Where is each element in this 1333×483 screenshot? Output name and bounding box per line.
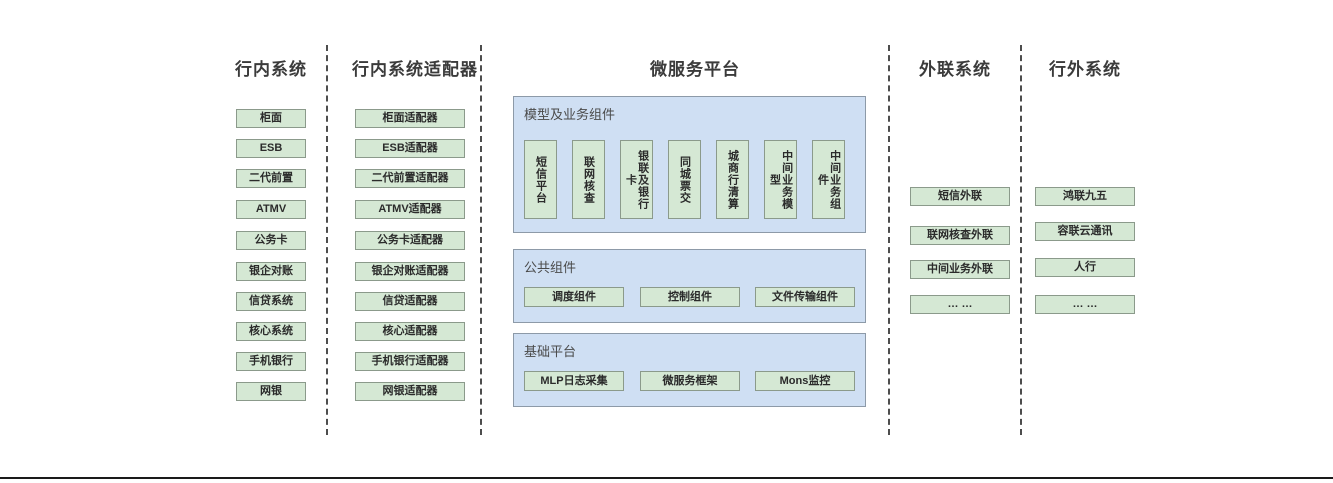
node-public-component-3[interactable]: 文件传输组件	[755, 287, 855, 307]
node-in-bank-system-5[interactable]: 公务卡	[236, 231, 306, 250]
node-model-component-2[interactable]: 联网核查	[572, 140, 605, 219]
node-in-bank-system-7[interactable]: 信贷系统	[236, 292, 306, 311]
node-public-component-1[interactable]: 调度组件	[524, 287, 624, 307]
node-model-component-5[interactable]: 城商行清算	[716, 140, 749, 219]
column-title-out-of-bank-systems: 行外系统	[1049, 60, 1121, 79]
node-in-bank-adapter-8[interactable]: 核心适配器	[355, 322, 465, 341]
column-title-in-bank-systems: 行内系统	[235, 60, 307, 79]
column-divider-1	[326, 45, 328, 435]
page-bottom-rule	[0, 477, 1333, 479]
node-model-component-1[interactable]: 短信平台	[524, 140, 557, 219]
panel-base-platform	[513, 333, 866, 407]
node-in-bank-system-9[interactable]: 手机银行	[236, 352, 306, 371]
node-out-of-bank-1[interactable]: 鸿联九五	[1035, 187, 1135, 206]
node-base-platform-3[interactable]: Mons监控	[755, 371, 855, 391]
node-model-component-4[interactable]: 同城票交	[668, 140, 701, 219]
column-divider-2	[480, 45, 482, 435]
node-model-component-6[interactable]: 中间业务模型	[764, 140, 797, 219]
node-in-bank-adapter-6[interactable]: 银企对账适配器	[355, 262, 465, 281]
node-in-bank-adapter-5[interactable]: 公务卡适配器	[355, 231, 465, 250]
node-external-liaison-4[interactable]: … …	[910, 295, 1010, 314]
node-in-bank-adapter-4[interactable]: ATMV适配器	[355, 200, 465, 219]
platform-title: 微服务平台	[650, 60, 740, 79]
node-in-bank-adapter-9[interactable]: 手机银行适配器	[355, 352, 465, 371]
panel-label-model-business-components: 模型及业务组件	[524, 107, 616, 122]
column-title-external-liaison-systems: 外联系统	[919, 60, 991, 79]
node-out-of-bank-2[interactable]: 容联云通讯	[1035, 222, 1135, 241]
node-in-bank-system-3[interactable]: 二代前置	[236, 169, 306, 188]
node-public-component-2[interactable]: 控制组件	[640, 287, 740, 307]
node-out-of-bank-3[interactable]: 人行	[1035, 258, 1135, 277]
column-title-in-bank-adapters: 行内系统适配器	[352, 60, 478, 79]
node-in-bank-adapter-3[interactable]: 二代前置适配器	[355, 169, 465, 188]
node-model-component-7[interactable]: 中间业务组件	[812, 140, 845, 219]
node-model-component-3[interactable]: 银联及银行卡	[620, 140, 653, 219]
node-in-bank-system-10[interactable]: 网银	[236, 382, 306, 401]
node-in-bank-adapter-1[interactable]: 柜面适配器	[355, 109, 465, 128]
node-out-of-bank-4[interactable]: … …	[1035, 295, 1135, 314]
column-divider-4	[1020, 45, 1022, 435]
node-in-bank-system-4[interactable]: ATMV	[236, 200, 306, 219]
node-external-liaison-2[interactable]: 联网核查外联	[910, 226, 1010, 245]
node-base-platform-2[interactable]: 微服务框架	[640, 371, 740, 391]
node-base-platform-1[interactable]: MLP日志采集	[524, 371, 624, 391]
node-in-bank-system-8[interactable]: 核心系统	[236, 322, 306, 341]
panel-label-base-platform: 基础平台	[524, 344, 577, 359]
node-in-bank-system-6[interactable]: 银企对账	[236, 262, 306, 281]
panel-label-public-components: 公共组件	[524, 260, 577, 275]
node-in-bank-system-1[interactable]: 柜面	[236, 109, 306, 128]
node-external-liaison-1[interactable]: 短信外联	[910, 187, 1010, 206]
node-in-bank-adapter-7[interactable]: 信贷适配器	[355, 292, 465, 311]
node-in-bank-system-2[interactable]: ESB	[236, 139, 306, 158]
panel-public-components	[513, 249, 866, 323]
node-in-bank-adapter-10[interactable]: 网银适配器	[355, 382, 465, 401]
node-external-liaison-3[interactable]: 中间业务外联	[910, 260, 1010, 279]
node-in-bank-adapter-2[interactable]: ESB适配器	[355, 139, 465, 158]
column-divider-3	[888, 45, 890, 435]
